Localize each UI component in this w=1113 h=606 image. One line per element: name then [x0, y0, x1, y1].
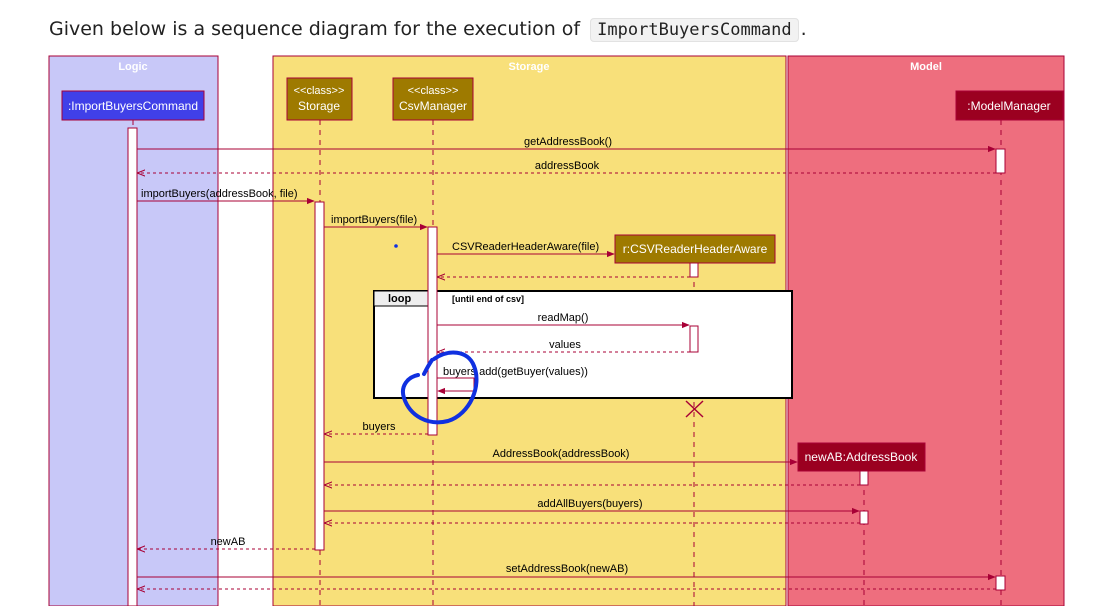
- participant-csv-manager: [392, 77, 474, 121]
- participant-storage: [286, 77, 353, 121]
- participant-import-cmd: [61, 90, 205, 121]
- annotation-dot: [394, 244, 398, 248]
- activation-new-ab-2: [859, 510, 869, 525]
- loop-fragment: [373, 290, 793, 399]
- activation-csv-manager: [427, 226, 438, 436]
- participant-model-manager-label: :ModelManager: [967, 99, 1050, 113]
- intro-sentence: Given below is a sequence diagram for th…: [49, 18, 807, 42]
- message-address-book-ctor-label: AddressBook(addressBook): [493, 448, 630, 460]
- intro-suffix: .: [800, 18, 807, 40]
- loop-guard: [until end of csv]: [452, 294, 524, 304]
- message-get-address-book-label: getAddressBook(): [524, 136, 612, 148]
- activation-import-cmd: [127, 127, 138, 606]
- message-read-map-label: readMap(): [538, 312, 589, 324]
- participant-model-manager: [955, 90, 1064, 121]
- participant-new-ab: [797, 442, 926, 472]
- participant-import-cmd-label: :ImportBuyersCommand: [68, 99, 198, 113]
- model-box-title: Model: [910, 61, 942, 73]
- reader-destroy-2: [685, 400, 704, 418]
- message-csv-reader-create-label: CSVReaderHeaderAware(file): [452, 241, 599, 253]
- message-import-buyers-label: importBuyers(file): [331, 214, 417, 226]
- intro-code: ImportBuyersCommand: [590, 18, 799, 42]
- message-buyers-return-label: buyers: [362, 421, 396, 433]
- message-add-all-buyers-label: addAllBuyers(buyers): [537, 498, 642, 510]
- model-box: [787, 55, 1065, 606]
- participant-storage-label: Storage: [298, 99, 340, 113]
- loop-keyword: loop: [388, 293, 411, 305]
- activation-model-manager-2: [995, 575, 1006, 591]
- message-set-address-book-label: setAddressBook(newAB): [506, 563, 628, 575]
- message-values-return-label: values: [549, 339, 581, 351]
- message-address-book-return-label: addressBook: [535, 160, 600, 172]
- activation-model-manager-1: [995, 148, 1006, 174]
- participant-storage-stereotype: <<class>>: [294, 85, 345, 97]
- participant-csv-manager-stereotype: <<class>>: [408, 85, 459, 97]
- annotation-circle: [401, 350, 479, 425]
- activation-reader-2: [689, 325, 699, 353]
- message-add-buyer-self: [437, 377, 475, 395]
- message-add-buyer-label: buyers.add(getBuyer(values)): [443, 366, 588, 378]
- activation-new-ab-1: [859, 470, 869, 486]
- participant-new-ab-label: newAB:AddressBook: [805, 450, 919, 464]
- storage-box-title: Storage: [509, 61, 550, 73]
- message-new-ab-return-storage-label: newAB: [211, 536, 246, 548]
- activation-storage: [314, 201, 325, 551]
- activation-reader-1: [689, 262, 699, 278]
- intro-text: Given below is a sequence diagram for th…: [49, 18, 581, 40]
- message-import-buyers-cmd-label: importBuyers(addressBook, file): [141, 188, 298, 200]
- participant-reader-label: r:CSVReaderHeaderAware: [623, 242, 768, 256]
- participant-csv-manager-label: CsvManager: [399, 99, 467, 113]
- logic-box-title: Logic: [118, 61, 147, 73]
